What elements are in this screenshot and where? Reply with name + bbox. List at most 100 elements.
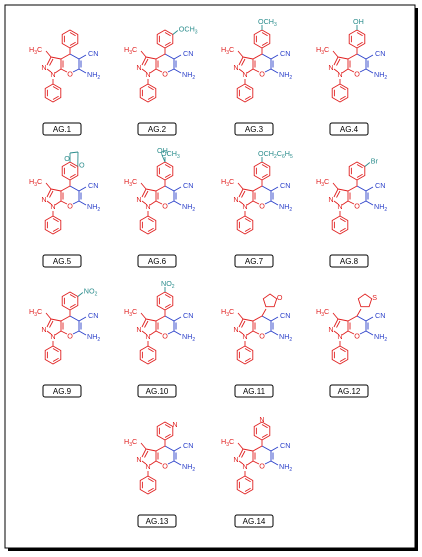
pyrazole-double-bond — [49, 58, 54, 66]
aryl-ring-bond — [356, 164, 363, 169]
furan-ring — [262, 293, 278, 308]
amine-label: NH2 — [279, 70, 292, 81]
amine-bond — [270, 460, 279, 466]
substituent-label: OCH3 — [258, 17, 277, 28]
amine-bond — [270, 200, 279, 206]
nitrile-bond — [173, 54, 182, 60]
substituent-label: NO2 — [84, 287, 98, 298]
methyl-label: H3C — [124, 437, 137, 448]
n-phenyl-ring-bond — [244, 218, 251, 223]
pyrazole-n2: N — [233, 455, 238, 464]
methyl-bond — [45, 50, 52, 58]
pyrazole-double-bond — [241, 320, 246, 328]
amine-bond — [78, 200, 87, 206]
pyrazole-n1: N — [50, 70, 55, 79]
amine-bond — [365, 200, 374, 206]
aryl-ring-bond — [356, 173, 363, 178]
nitrile-label: CN — [183, 441, 193, 450]
methyl-label: H3C — [316, 307, 329, 318]
pyrazole-bond — [141, 56, 147, 66]
nitrile-label: CN — [183, 311, 193, 320]
n-phenyl-ring — [331, 215, 349, 235]
pyrazole-double-bond — [241, 190, 246, 198]
pyran-bond — [261, 315, 272, 322]
pyrazole-bond — [238, 68, 244, 73]
pyrazole-bond — [141, 188, 147, 198]
pyrazole-bond — [242, 188, 254, 192]
amine-bond — [173, 68, 182, 74]
nitrile-label: CN — [280, 49, 290, 58]
dioxole-bond — [69, 151, 79, 154]
pyran-bond — [264, 200, 272, 205]
nitrile-bond — [78, 186, 87, 192]
label-box — [137, 384, 177, 398]
substituent2-bond — [161, 154, 166, 163]
pyran-bond — [155, 330, 163, 335]
compound-label: AG.11 — [243, 387, 266, 396]
pyran-bond — [264, 68, 272, 73]
pyrazole-bond — [238, 318, 244, 328]
n-phenyl-ring-bond — [147, 478, 154, 483]
methyl-bond — [237, 312, 244, 320]
methyl-label: H3C — [124, 177, 137, 188]
n-phenyl-ring-bond — [244, 478, 251, 483]
pyrazole-n1: N — [337, 70, 342, 79]
pyrazole-bond — [341, 68, 349, 74]
pyrazole-bond — [238, 448, 244, 458]
pyran-bond — [60, 68, 68, 73]
ring-oxygen: O — [354, 332, 360, 341]
n-phenyl-ring-bond — [52, 95, 59, 100]
pyrazole-bond — [46, 330, 52, 335]
amine-bond — [78, 68, 87, 74]
nitrile-label: CN — [183, 49, 193, 58]
ring-oxygen: O — [162, 70, 168, 79]
pyrazole-bond — [149, 200, 157, 206]
pyran-bond — [252, 460, 260, 465]
nitrile-bond — [270, 316, 279, 322]
substituent-bond — [364, 162, 371, 167]
nitrile-label: CN — [88, 311, 98, 320]
pyran-bond — [167, 200, 175, 205]
aryl-ring — [156, 161, 174, 181]
compound-label: AG.9 — [53, 387, 72, 396]
substituent-label: Br — [371, 157, 379, 166]
ring-oxygen: O — [259, 462, 265, 471]
n-phenyl-ring-bond — [147, 218, 154, 223]
label-box — [329, 254, 369, 268]
pyrazole-bond — [242, 448, 254, 452]
pyrazole-bond — [337, 318, 349, 322]
pyrazole-n2: N — [136, 63, 141, 72]
pyrazole-n2: N — [41, 195, 46, 204]
pyran-bond — [347, 68, 355, 73]
pyrazole-bond — [54, 200, 62, 206]
n-phenyl-ring-bond — [244, 86, 251, 91]
methyl-label: H3C — [124, 307, 137, 318]
label-box — [42, 384, 82, 398]
label-box — [137, 122, 177, 136]
n-phenyl-ring — [139, 475, 157, 495]
n-phenyl-ring — [236, 215, 254, 235]
aryl-ring-bond — [69, 32, 76, 37]
pyrazole-bond — [46, 200, 52, 205]
ring-oxygen: O — [259, 332, 265, 341]
pyrazole-bond — [341, 330, 349, 336]
amine-bond — [365, 330, 374, 336]
n-phenyl-ring-bond — [52, 218, 59, 223]
amine-bond — [365, 68, 374, 74]
n-phenyl-ring — [44, 345, 62, 365]
pyran-bond — [347, 185, 358, 192]
pyran-bond — [72, 68, 80, 73]
aryl-ring — [253, 29, 271, 49]
dioxole-oxygen: O — [79, 161, 85, 170]
nitrile-label: CN — [375, 181, 385, 190]
pyran-bond — [261, 185, 272, 192]
methyl-label: H3C — [221, 177, 234, 188]
n-phenyl-ring — [44, 83, 62, 103]
pyran-bond — [356, 315, 367, 322]
n-phenyl-ring-bond — [147, 487, 154, 492]
ring-oxygen: O — [354, 202, 360, 211]
methyl-label: H3C — [124, 45, 137, 56]
